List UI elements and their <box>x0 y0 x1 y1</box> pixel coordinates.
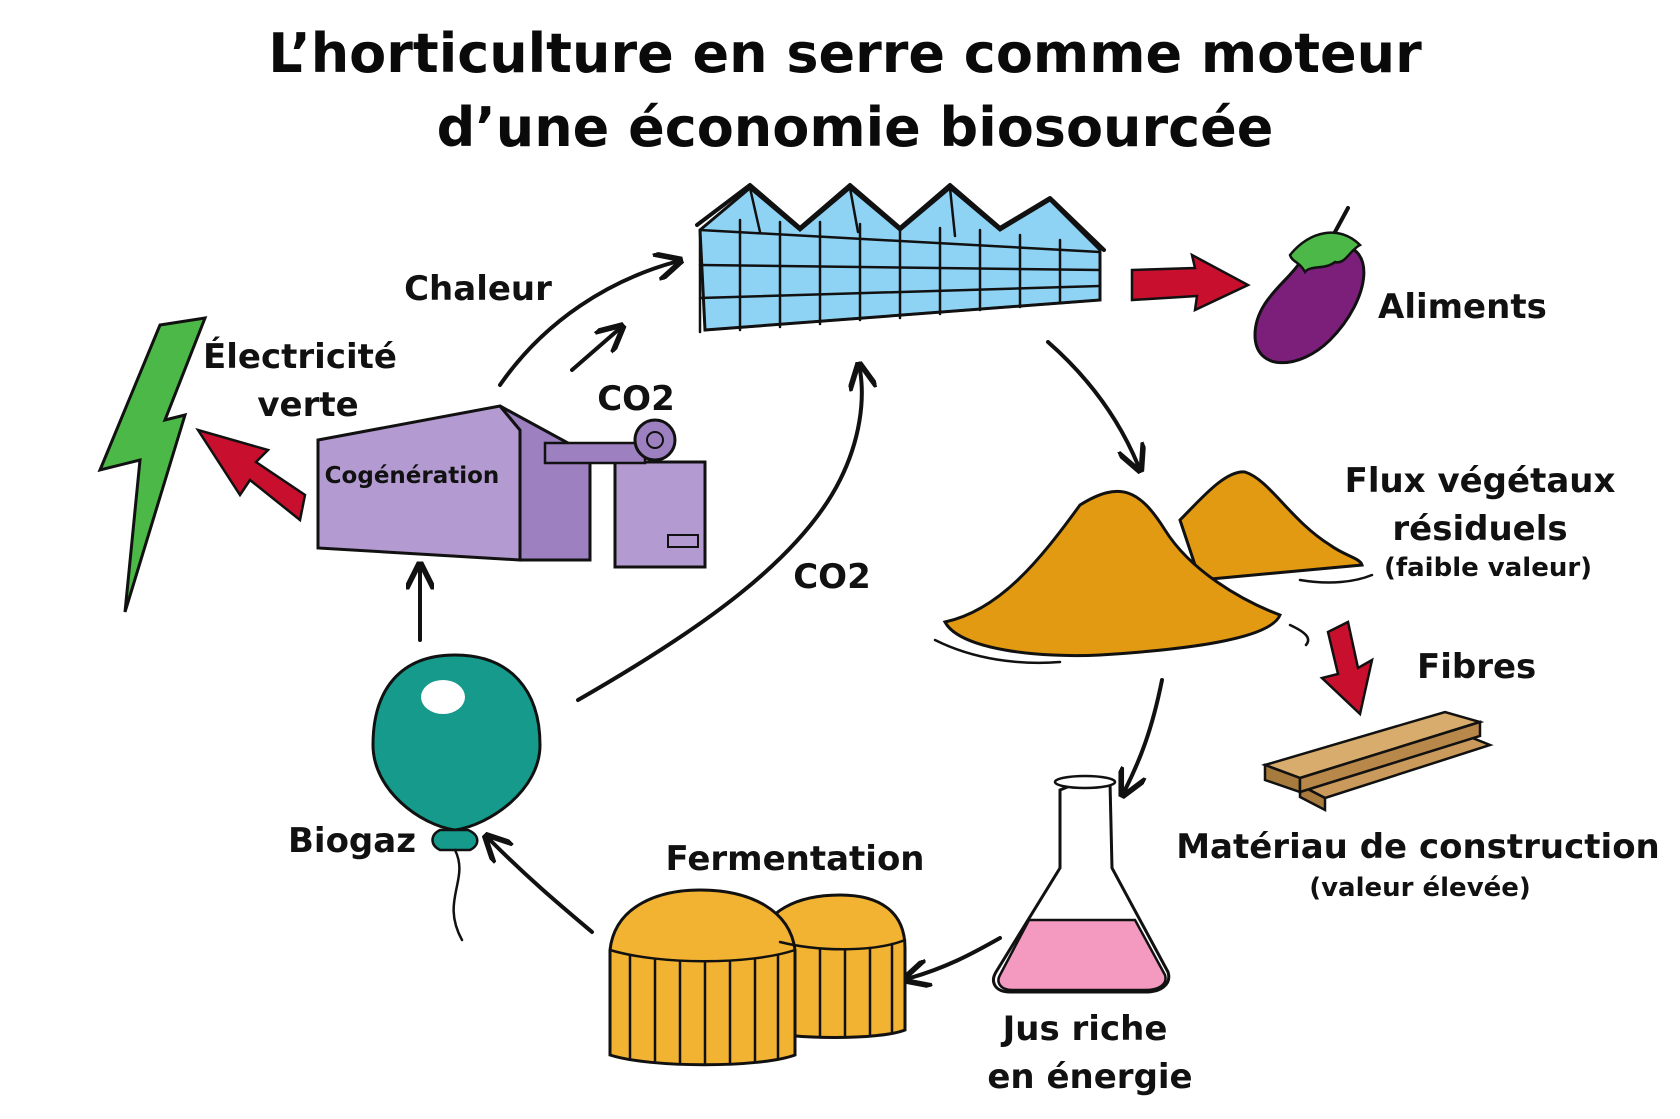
fermentation-tanks-icon <box>608 888 907 1067</box>
flask-icon <box>992 774 1171 994</box>
arrow-to-electricity <box>195 427 307 523</box>
juice-label-2: en énergie <box>987 1057 1192 1097</box>
food-label: Aliments <box>1378 287 1547 327</box>
juice-label-1: Jus riche <box>1001 1009 1168 1049</box>
residual-label-1: Flux végétaux <box>1345 461 1616 501</box>
lightning-icon <box>97 316 208 613</box>
arrow-co2-lower <box>576 370 862 702</box>
material-note: (valeur élevée) <box>1309 873 1531 903</box>
title-line-1: L’horticulture en serre comme moteur <box>268 22 1422 85</box>
greenhouse-icon <box>695 183 1106 334</box>
heat-label: Chaleur <box>404 269 552 309</box>
residual-piles-icon <box>933 470 1374 665</box>
biogas-label: Biogaz <box>288 821 416 861</box>
cogeneration-icon <box>316 404 707 569</box>
electricity-label-2: verte <box>257 385 358 425</box>
arrow-co2-upper <box>570 330 618 372</box>
residual-note: (faible valeur) <box>1384 553 1592 583</box>
fermentation-label: Fermentation <box>665 839 924 879</box>
arrow-to-juice <box>1125 678 1164 790</box>
arrow-to-biogas <box>490 840 594 934</box>
arrow-to-food <box>1130 252 1251 313</box>
title-line-2: d’une économie biosourcée <box>437 96 1274 159</box>
arrow-to-fermentation <box>910 936 1002 978</box>
fibres-label: Fibres <box>1417 647 1536 687</box>
eggplant-icon <box>1253 206 1366 365</box>
material-label: Matériau de construction <box>1176 827 1660 867</box>
co2-upper-label: CO2 <box>597 379 675 419</box>
arrow-to-fibres <box>1319 620 1374 717</box>
residual-label-2: résiduels <box>1392 509 1567 549</box>
arrow-heat <box>498 262 675 387</box>
electricity-label-1: Électricité <box>203 336 397 377</box>
balloon-icon <box>371 653 542 942</box>
arrow-to-residual <box>1046 340 1138 465</box>
planks-icon <box>1261 710 1494 813</box>
co2-lower-label: CO2 <box>793 557 871 597</box>
cogeneration-label: Cogénération <box>325 463 500 489</box>
